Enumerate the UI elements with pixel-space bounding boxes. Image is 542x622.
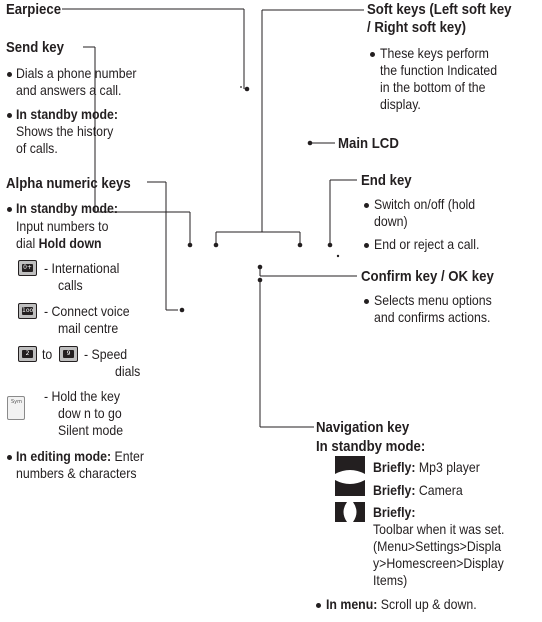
send-key-title: Send key [6, 39, 64, 56]
soft-desc-line3: in the bottom of the [380, 79, 486, 95]
nav-toolbar-line4: Items) [373, 572, 408, 588]
alpha-standby-label: In standby mode: [16, 200, 118, 216]
send-key-desc-line1: Dials a phone number [16, 65, 137, 81]
soft-desc-line1: These keys perform [380, 45, 489, 61]
nav-toolbar-line3: y>Homescreen>Display [373, 555, 504, 571]
sym-key-icon: Sym [7, 396, 25, 420]
menu-scroll-line: In menu: Scroll up & down. [326, 596, 477, 612]
bullet [7, 207, 12, 212]
nav-mp3-line: Briefly: Mp3 player [373, 459, 480, 475]
main-lcd-title: Main LCD [338, 135, 399, 152]
bullet [364, 203, 369, 208]
end-desc-line1: Switch on/off (hold [374, 196, 476, 212]
confirm-desc-line1: Selects menu options [374, 292, 492, 308]
silent-line1: - Hold the key [44, 388, 121, 404]
nav-right-icon [353, 502, 365, 522]
silent-line2: dow n to go [58, 405, 122, 421]
soft-keys-title-line1: Soft keys (Left soft key [367, 1, 512, 18]
speed-line2: dials [115, 363, 141, 379]
navigation-key-title: Navigation key [316, 419, 410, 436]
end-key-title: End key [361, 172, 412, 189]
alpha-keys-title: Alpha numeric keys [6, 175, 131, 192]
soft-keys-title-line2: / Right soft key) [367, 19, 467, 36]
nav-toolbar-line1: Toolbar when it was set. [373, 521, 505, 537]
bullet [370, 52, 375, 57]
edit-line1: In editing mode: Enter [16, 448, 145, 464]
intl-line2: calls [58, 277, 83, 293]
speed-line1: - Speed [84, 346, 128, 362]
nav-camera-line: Briefly: Camera [373, 482, 463, 498]
send-standby-label: In standby mode: [16, 106, 118, 122]
end-desc-line2: down) [374, 213, 408, 229]
bullet [7, 455, 12, 460]
bullet [316, 603, 321, 608]
zero-plus-key-icon: 0+ [18, 260, 37, 276]
bullet [7, 72, 12, 77]
confirm-desc-line2: and confirms actions. [374, 309, 491, 325]
soft-desc-line2: the function Indicated [380, 62, 498, 78]
send-standby-line1: Shows the history [16, 123, 114, 139]
alpha-standby-line2: dial Hold down [16, 235, 102, 251]
alpha-standby-line1: Input numbers to [16, 218, 109, 234]
silent-line3: Silent mode [58, 422, 124, 438]
nav-direction-icons [335, 456, 365, 522]
confirm-key-title: Confirm key / OK key [361, 268, 494, 285]
send-standby-line2: of calls. [16, 140, 58, 156]
nav-down-icon [335, 480, 365, 496]
voicemail-line1: - Connect voice [44, 303, 130, 319]
two-key-icon: 2 [18, 346, 37, 362]
voicemail-line2: mail centre [58, 320, 119, 336]
bullet [364, 299, 369, 304]
bullet [364, 243, 369, 248]
bullet [7, 113, 12, 118]
end-desc-line3: End or reject a call. [374, 236, 480, 252]
nav-up-icon [335, 456, 365, 474]
send-key-desc-line2: and answers a call. [16, 82, 122, 98]
nav-left-icon [335, 502, 347, 522]
soft-desc-line4: display. [380, 96, 421, 112]
nav-toolbar-line2: (Menu>Settings>Displa [373, 538, 502, 554]
one-key-icon: 1oo [18, 303, 37, 319]
intl-line1: - International [44, 260, 120, 276]
nav-standby-title: In standby mode: [316, 438, 426, 455]
earpiece-label: Earpiece [6, 1, 62, 18]
speed-to: to [42, 346, 53, 362]
nine-key-icon: 9 [59, 346, 78, 362]
nav-toolbar-label: Briefly: [373, 504, 416, 520]
edit-line2: numbers & characters [16, 465, 137, 481]
